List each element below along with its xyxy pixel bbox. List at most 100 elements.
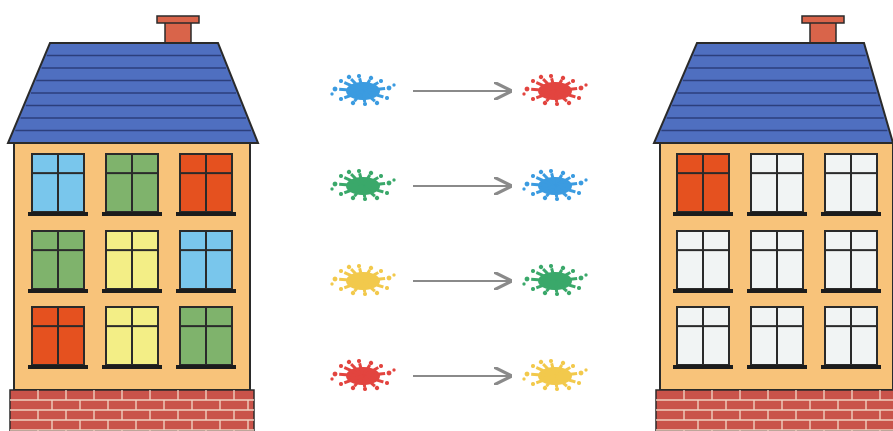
window-sill (747, 212, 807, 216)
splat-drop (347, 75, 351, 79)
splat-drop (379, 174, 383, 178)
splat-drop (571, 174, 575, 178)
window-red (673, 154, 733, 216)
paint-splat-blue (522, 169, 587, 201)
splat-drop (347, 265, 351, 269)
splat-drop (379, 364, 383, 368)
splat-drop (392, 83, 395, 86)
splat-drop (584, 273, 587, 276)
splat-drop (387, 371, 392, 376)
splat-drop (577, 286, 581, 290)
splat-drop (543, 196, 547, 200)
window-white (747, 307, 807, 369)
splat-drop (333, 182, 338, 187)
splat-drop (392, 368, 395, 371)
color-rules (330, 74, 587, 391)
roof (654, 43, 893, 143)
splat-drop (522, 282, 525, 285)
splat-drop (567, 386, 571, 390)
window-green (28, 231, 88, 293)
splat-drop (522, 377, 525, 380)
splat-drop (531, 79, 535, 83)
splat-drop (333, 87, 338, 92)
splat-drop (584, 83, 587, 86)
splat-drop (531, 382, 535, 386)
window-sill (821, 212, 881, 216)
window-green (176, 307, 236, 369)
splat-drop (549, 359, 553, 363)
splat-drop (567, 291, 571, 295)
window-sill (821, 289, 881, 293)
splat-drop (375, 386, 379, 390)
rule-yellow-to-green (330, 264, 587, 296)
roof (8, 43, 258, 143)
splat-drop (387, 276, 392, 281)
splat-drop (333, 372, 338, 377)
splat-drop (351, 291, 355, 295)
window-white (821, 231, 881, 293)
splat-drop (351, 101, 355, 105)
chimney-cap (802, 16, 844, 23)
splat-drop (561, 266, 565, 270)
rule-red-to-yellow (330, 359, 587, 391)
splat-drop (539, 265, 543, 269)
splat-drop (531, 174, 535, 178)
splat-drop (561, 361, 565, 365)
splat-drop (363, 387, 367, 391)
window-white (821, 307, 881, 369)
splat-drop (347, 170, 351, 174)
window-sill (747, 289, 807, 293)
splat-drop (579, 181, 584, 186)
splat-drop (333, 277, 338, 282)
splat-drop (369, 76, 373, 80)
splat-drop (385, 381, 389, 385)
splat-drop (392, 178, 395, 181)
splat-drop (577, 96, 581, 100)
window-yellow (102, 307, 162, 369)
splat-drop (357, 359, 361, 363)
window-sill (176, 212, 236, 216)
window-blue (176, 231, 236, 293)
window-sill (102, 289, 162, 293)
splat-drop (531, 192, 535, 196)
splat-drop (351, 196, 355, 200)
splat-drop (379, 79, 383, 83)
window-white (821, 154, 881, 216)
splat-drop (531, 287, 535, 291)
splat-drop (339, 174, 343, 178)
splat-drop (387, 181, 392, 186)
splat-drop (555, 292, 559, 296)
window-sill (102, 212, 162, 216)
paint-splat-red (522, 74, 587, 106)
splat-drop (339, 269, 343, 273)
window-white (747, 231, 807, 293)
splat-drop (330, 377, 333, 380)
splat-drop (385, 191, 389, 195)
splat-drop (363, 292, 367, 296)
chimney (165, 22, 191, 44)
splat-drop (330, 187, 333, 190)
splat-drop (369, 266, 373, 270)
splat-drop (567, 196, 571, 200)
splat-drop (525, 277, 530, 282)
window-sill (102, 365, 162, 369)
splat-drop (330, 282, 333, 285)
splat-drop (339, 287, 343, 291)
splat-drop (549, 169, 553, 173)
splat-drop (543, 291, 547, 295)
splat-drop (531, 364, 535, 368)
window-sill (176, 289, 236, 293)
window-sill (28, 289, 88, 293)
splat-drop (539, 360, 543, 364)
splat-drop (375, 196, 379, 200)
splat-drop (522, 187, 525, 190)
window-green (102, 154, 162, 216)
splat-drop (357, 74, 361, 78)
splat-drop (543, 386, 547, 390)
window-red (176, 154, 236, 216)
splat-drop (363, 197, 367, 201)
left-house (8, 16, 258, 431)
window-sill (673, 365, 733, 369)
window-white (673, 231, 733, 293)
window-sill (28, 365, 88, 369)
